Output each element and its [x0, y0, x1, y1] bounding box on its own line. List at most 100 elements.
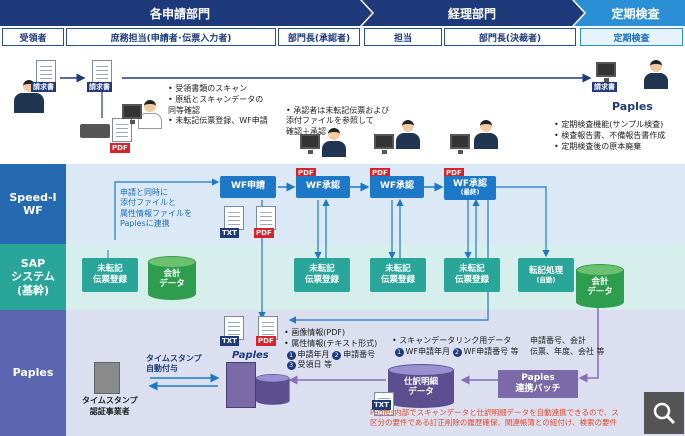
sap-register-box-3: 未転記 伝票登録 — [370, 258, 426, 292]
lane-label-speed: Speed-I WF — [0, 164, 66, 244]
paples-logo: Paples — [232, 350, 269, 361]
header-arrows — [0, 0, 685, 26]
approver2-monitor-icon — [374, 134, 394, 154]
paples-batch-box: Paples 連携バッチ — [498, 370, 578, 398]
invoice-tag-1: 請求書 — [31, 82, 56, 92]
pdf-tag-approver3: PDF — [444, 168, 464, 178]
sap-register-box-2: 未転記 伝票登録 — [294, 258, 350, 292]
inspection-bullet-2: • 検査報告書、不備報告書作成 — [554, 130, 666, 140]
inspection-bullets: • 定期検査機能(サンプル検査) • 検査報告書、不備報告書作成 • 定期検査後… — [554, 120, 684, 152]
wf-approve-3-label: WF承認 — [452, 178, 488, 189]
wf-apply-box: WF申請 — [220, 176, 276, 198]
sap-attrs: 申請番号、会計 伝票、年度、会社 等 — [530, 336, 605, 356]
sap-posting-label: 転記処理 — [528, 265, 563, 276]
pdf-tag-approver1: PDF — [296, 168, 316, 178]
zoom-button[interactable] — [644, 392, 684, 434]
txt-tag-paples: TXT — [220, 336, 239, 346]
paples-info-item-3: 受領日 等 — [297, 360, 333, 370]
subheader-acct-staff: 担当 — [364, 28, 442, 46]
detail-db-icon: 仕訳明細 データ — [388, 364, 454, 408]
header-dept3: 定期検査 — [611, 6, 660, 21]
invoice-tag-3: 請求書 — [592, 82, 617, 92]
approver1-monitor-icon — [300, 134, 320, 154]
pdf-doc-icon — [112, 118, 132, 142]
subheader-manager: 部門長(承認者) — [278, 28, 360, 46]
header-dept1: 各申請部門 — [149, 6, 210, 21]
approver1-person-icon — [322, 128, 346, 157]
sap-register-box-4: 未転記 伝票登録 — [444, 258, 500, 292]
lane-label-paples: Paples — [0, 310, 66, 436]
paples-title-label: Paples — [612, 100, 653, 113]
header-dept2: 経理部門 — [447, 6, 496, 21]
inspection-bullet-3: • 定期検査後の原本廃棄 — [554, 141, 642, 151]
sap-posting-sub: (自動) — [536, 276, 556, 285]
num-circle-1: 1 — [286, 350, 296, 360]
scan-circle-1: 1 — [394, 347, 404, 357]
pdf-tag-wf: PDF — [254, 228, 274, 238]
wf-approve-box-3: WF承認 (最終) — [444, 176, 496, 200]
sap-db-1-label: 会計 データ — [159, 269, 185, 289]
timestamp-label: タイムスタンプ 自動付与 — [146, 354, 202, 374]
clerk-monitor-icon — [122, 104, 142, 124]
paples-db-icon — [256, 374, 290, 405]
building-icon — [94, 362, 120, 394]
wf-approve-box-2: WF承認 — [370, 176, 424, 198]
timestamp-provider: タイムスタンプ 認証事業者 — [82, 396, 138, 416]
magnifier-icon — [653, 402, 676, 425]
subheader-acct-manager: 部門長(決裁者) — [444, 28, 576, 46]
paples-info-item-2: 申請番号 — [343, 349, 376, 359]
approver-bullets: • 承認者は未転記伝票および 添付ファイルを参照して 確認＋承認 — [286, 84, 426, 149]
subheader-inspection: 定期検査 — [580, 28, 683, 46]
wf-approve-3-sub: (最終) — [460, 188, 480, 197]
approver3-monitor-icon — [450, 134, 470, 154]
detail-db-label: 仕訳明細 データ — [403, 377, 438, 397]
invoice-doc-icon-2 — [92, 60, 112, 84]
sap-db-accounting-2: 会計 データ — [576, 264, 624, 308]
invoice-tag-2: 請求書 — [87, 82, 112, 92]
txt-tag-detail: TXT — [372, 400, 391, 410]
approver3-person-icon — [474, 120, 498, 149]
inspection-person-icon — [644, 60, 668, 89]
pdf-tag-approver2: PDF — [370, 168, 390, 178]
txt-tag-wf: TXT — [220, 228, 239, 238]
approver2-person-icon — [396, 120, 420, 149]
scan-link-item-1: WF申請年月 — [405, 346, 451, 356]
lane-label-sap: SAP システム (基幹) — [0, 244, 66, 310]
clerk-bullet-2: • 原紙とスキャンデータの 同等確認 — [168, 94, 264, 115]
scan-link-title: • スキャンデータリンク用データ — [392, 336, 512, 345]
paples-info-1: • 画像情報(PDF) — [284, 328, 346, 337]
wf-note: 申請と同時に 添付ファイルと 属性情報ファイルを Paplesに連携 — [120, 188, 192, 229]
sap-db-2-label: 会計 データ — [587, 277, 613, 297]
num-circle-2: 2 — [332, 350, 342, 360]
sap-register-box-1: 未転記 伝票登録 — [82, 258, 138, 292]
scan-link-item-2: WF申請番号 等 — [463, 346, 519, 356]
footnote: Paples内部でスキャンデータと仕訳明細データを自動連携できるので、ス 区分の… — [370, 408, 619, 428]
clerk-bullet-3: • 未転記伝票登録、WF申請 — [168, 116, 268, 126]
paples-server-icon — [226, 362, 256, 408]
approver-bullet-1: • 承認者は未転記伝票および 添付ファイルを参照して 確認＋承認 — [286, 105, 390, 137]
inspection-monitor-icon — [596, 62, 616, 82]
scan-circle-2: 2 — [452, 347, 462, 357]
paples-info-item-1: 申請年月 — [297, 349, 330, 359]
inspection-bullet-1: • 定期検査機能(サンプル検査) — [554, 120, 664, 129]
clerk-bullet-1: • 受領書類のスキャン — [168, 84, 248, 93]
sap-db-accounting-1: 会計 データ — [148, 256, 196, 300]
wf-approve-box-1: WF承認 — [296, 176, 350, 198]
pdf-tag-paples: PDF — [256, 336, 276, 346]
invoice-doc-icon — [36, 60, 56, 84]
num-circle-3: 3 — [286, 361, 296, 371]
subheader-receiver: 受領者 — [2, 28, 64, 46]
clerk-bullets: • 受領書類のスキャン • 原紙とスキャンデータの 同等確認 • 未転記伝票登録… — [168, 84, 280, 127]
paples-info-2: • 属性情報(テキスト形式) — [284, 338, 378, 348]
sap-posting-box: 転記処理 (自動) — [518, 258, 574, 292]
scanner-icon — [80, 124, 110, 138]
txt-doc-icon-wf — [224, 206, 244, 230]
pdf-doc-icon-wf — [256, 206, 276, 230]
pdf-tag-clerk: PDF — [110, 143, 130, 153]
